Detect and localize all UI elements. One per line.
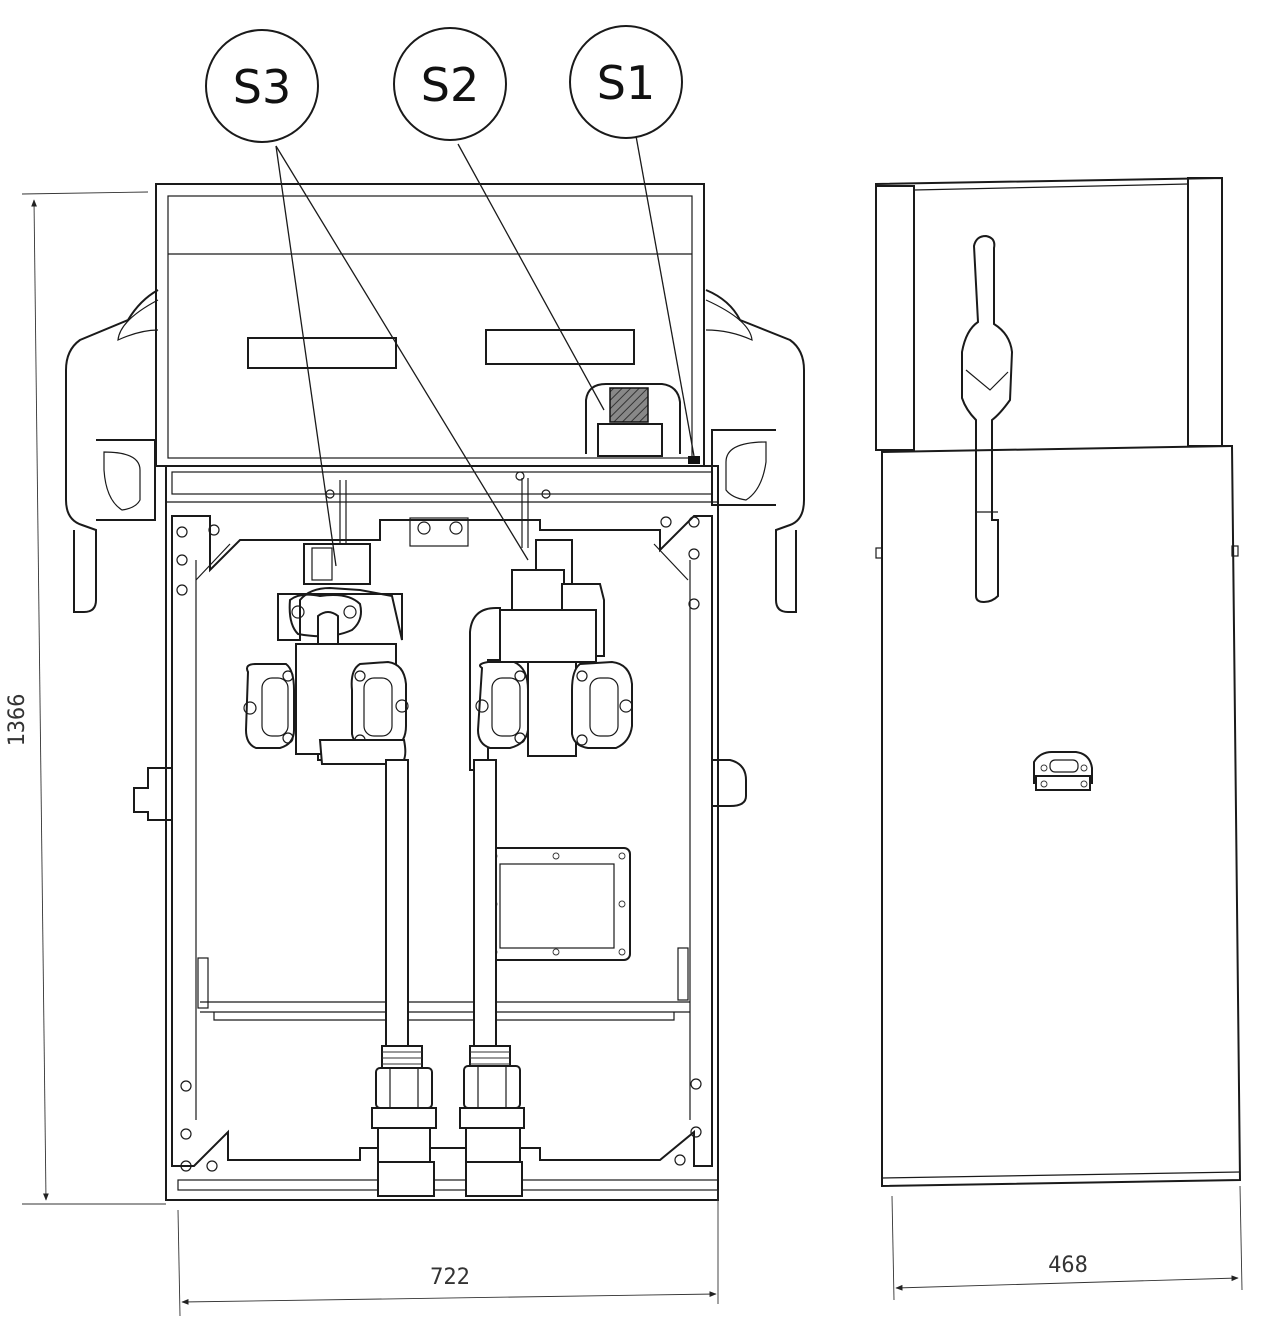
outlet-pipes [371,759,525,1197]
dimension-label-height: 1366 [5,694,30,747]
display-window-left [247,337,397,369]
callout-label-s1: S1 [597,56,655,110]
left-nozzle [65,289,159,613]
right-pump-assembly [469,539,633,771]
inspection-hatch [485,847,631,961]
callout-s2: S2 [393,27,507,141]
dimension-label-front-width: 722 [430,1265,470,1290]
cabinet-body [165,465,719,1201]
callout-label-s2: S2 [421,58,479,112]
dimension-height: 1366 [5,191,166,1205]
callout-label-s3: S3 [233,60,291,114]
left-pump-assembly [243,543,409,765]
dimension-label-side-width: 468 [1048,1253,1088,1278]
bolt-holes [176,471,702,1172]
callout-leaders [275,135,695,567]
front-view [65,183,805,1201]
right-side-holder [712,759,747,807]
side-holder [1033,751,1093,791]
right-nozzle [705,289,805,613]
side-nozzle [961,234,1014,604]
display-head [155,183,705,467]
dimension-front-width: 722 [177,1190,719,1317]
side-view [875,176,1242,1188]
callout-s3: S3 [205,29,319,143]
left-side-holder [133,767,172,821]
dimension-side-width: 468 [891,1185,1243,1301]
callout-s1: S1 [569,25,683,139]
display-window-right [485,329,635,365]
